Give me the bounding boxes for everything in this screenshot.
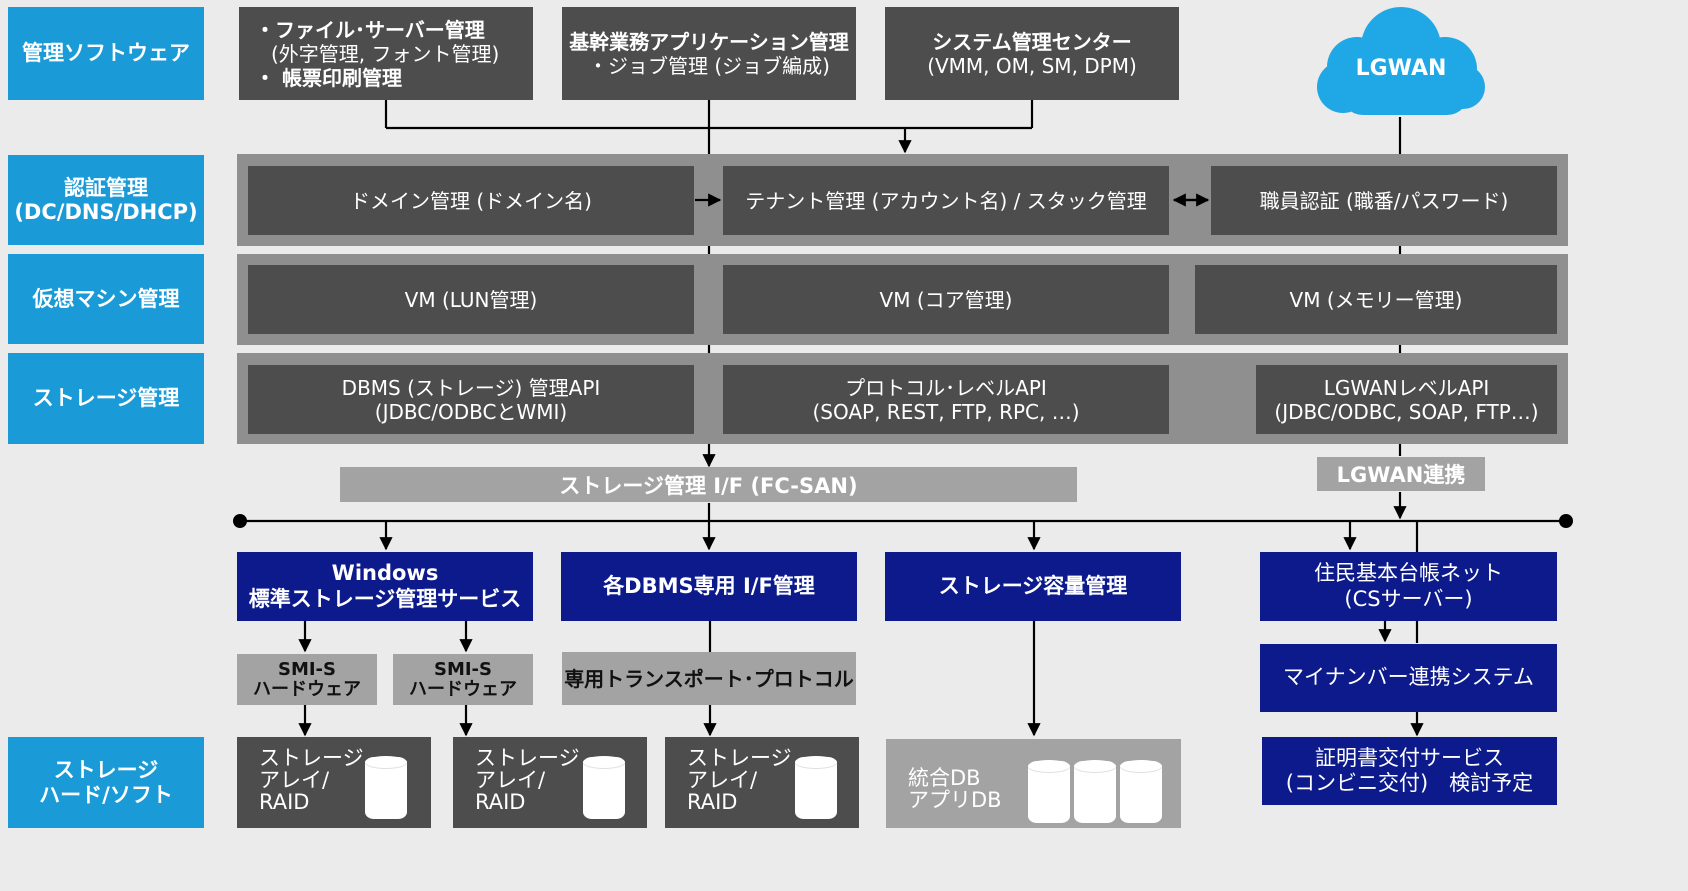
mynumber-box[interactable]: マイナンバー連携システム <box>1260 644 1557 712</box>
smis-hardware-2[interactable]: SMI-S ハードウェア <box>393 654 533 705</box>
core-apps-box[interactable]: 基幹業務アプリケーション管理 ・ジョブ管理 (ジョブ編成) <box>562 7 856 100</box>
storage-capacity-box[interactable]: ストレージ容量管理 <box>885 552 1181 621</box>
storage-array-3[interactable]: ストレージ アレイ/ RAID <box>665 737 859 828</box>
storage-array-2[interactable]: ストレージ アレイ/ RAID <box>453 737 647 828</box>
storage-array-3-label: ストレージ アレイ/ RAID <box>687 746 792 815</box>
file-server-title: ・ファイル･サーバー管理 <box>255 17 485 42</box>
core-apps-sub: ・ジョブ管理 (ジョブ編成) <box>588 53 830 78</box>
disk-icon <box>365 756 407 819</box>
category-vm: 仮想マシン管理 <box>8 254 204 344</box>
storage-if-bar: ストレージ管理 I/F (FC-SAN) <box>340 467 1077 502</box>
category-storage: ストレージ管理 <box>8 353 204 444</box>
system-center-box[interactable]: システム管理センター (VMM, OM, SM, DPM) <box>885 7 1179 100</box>
storage-array-2-label: ストレージ アレイ/ RAID <box>475 746 580 815</box>
storage-array-1[interactable]: ストレージ アレイ/ RAID <box>237 737 431 828</box>
juki-net-box[interactable]: 住民基本台帳ネット (CSサーバー) <box>1260 552 1557 621</box>
lgwan-api-box[interactable]: LGWANレベルAPI (JDBC/ODBC, SOAP, FTP…) <box>1256 365 1557 434</box>
category-auth: 認証管理 (DC/DNS/DHCP) <box>8 155 204 245</box>
staff-auth-box[interactable]: 職員認証 (職番/パスワード) <box>1211 166 1557 235</box>
vm-memory-box[interactable]: VM (メモリー管理) <box>1195 265 1557 334</box>
integrated-db-label: 統合DB アプリDB <box>908 766 1002 813</box>
storage-array-1-label: ストレージ アレイ/ RAID <box>259 746 364 815</box>
lgwan-cloud-label: LGWAN <box>1355 56 1447 81</box>
protocol-api-box[interactable]: プロトコル･レベルAPI (SOAP, REST, FTP, RPC, …) <box>723 365 1169 434</box>
file-server-sub: (外字管理, フォント管理) <box>271 41 500 66</box>
integrated-db-box[interactable]: 統合DB アプリDB <box>886 739 1181 828</box>
domain-management-box[interactable]: ドメイン管理 (ドメイン名) <box>248 166 694 235</box>
windows-storage-service-box[interactable]: Windows 標準ストレージ管理サービス <box>237 552 533 621</box>
disk-icon <box>1120 760 1162 823</box>
smis-hardware-1[interactable]: SMI-S ハードウェア <box>237 654 377 705</box>
file-server-box[interactable]: ・ファイル･サーバー管理 (外字管理, フォント管理) ・ 帳票印刷管理 <box>239 7 533 100</box>
disk-icon <box>583 756 625 819</box>
dbms-if-box[interactable]: 各DBMS専用 I/F管理 <box>561 552 857 621</box>
vm-core-box[interactable]: VM (コア管理) <box>723 265 1169 334</box>
certificate-service-box[interactable]: 証明書交付サービス (コンビニ交付) 検討予定 <box>1262 737 1557 805</box>
disk-icon <box>795 756 837 819</box>
system-center-title: システム管理センター <box>932 29 1132 54</box>
category-software: 管理ソフトウェア <box>8 7 204 100</box>
category-hardware: ストレージ ハード/ソフト <box>8 737 204 828</box>
lgwan-link-bar: LGWAN連携 <box>1317 457 1485 491</box>
form-print-label: ・ 帳票印刷管理 <box>255 65 402 90</box>
core-apps-title: 基幹業務アプリケーション管理 <box>569 29 849 54</box>
lgwan-cloud-icon <box>1317 7 1485 115</box>
disk-icon <box>1074 760 1116 823</box>
transport-protocol-box[interactable]: 専用トランスポート･プロトコル <box>562 652 856 705</box>
disk-icon <box>1028 760 1070 823</box>
vm-lun-box[interactable]: VM (LUN管理) <box>248 265 694 334</box>
dbms-api-box[interactable]: DBMS (ストレージ) 管理API (JDBC/ODBCとWMI) <box>248 365 694 434</box>
tenant-management-box[interactable]: テナント管理 (アカウント名) / スタック管理 <box>723 166 1169 235</box>
system-center-sub: (VMM, OM, SM, DPM) <box>927 53 1137 78</box>
